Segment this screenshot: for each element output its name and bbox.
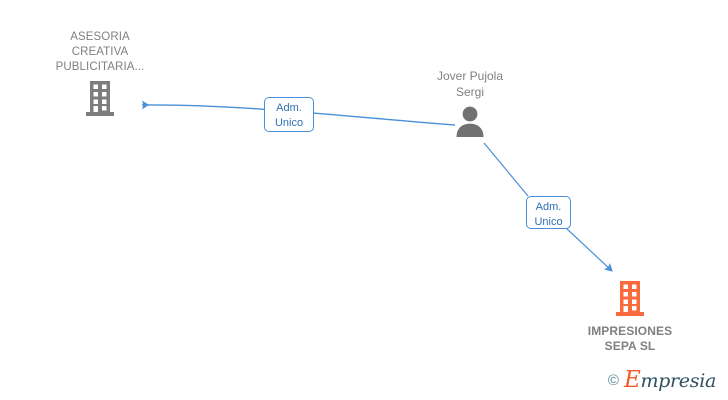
- relation-label-adm-unico-impresiones[interactable]: Adm. Unico: [526, 196, 571, 229]
- building-icon[interactable]: [85, 80, 115, 118]
- node-company-asesoria[interactable]: ASESORIA CREATIVA PUBLICITARIA...: [30, 30, 170, 118]
- node-label-impresiones: IMPRESIONES SEPA SL: [587, 324, 673, 353]
- brand-name: Empresia: [624, 369, 716, 392]
- brand-initial: E: [623, 367, 641, 393]
- copyright-symbol: ©: [607, 372, 619, 389]
- node-company-impresiones-sepa-sl[interactable]: IMPRESIONES SEPA SL: [560, 280, 700, 354]
- node-person-jover-pujola-sergi[interactable]: Jover Pujola Sergi: [400, 68, 540, 137]
- node-label-asesoria: ASESORIA CREATIVA PUBLICITARIA...: [55, 31, 145, 73]
- person-icon[interactable]: [454, 105, 486, 137]
- node-label-person: Jover Pujola Sergi: [436, 69, 504, 99]
- brand-remainder: mpresia: [640, 370, 716, 392]
- building-icon[interactable]: [615, 280, 645, 318]
- watermark-empresia: © Empresia: [608, 369, 716, 392]
- relation-label-adm-unico-asesoria[interactable]: Adm. Unico: [264, 97, 314, 132]
- edge-person-to-impresiones-lower: [565, 227, 613, 272]
- edge-person-to-impresiones-upper: [483, 142, 529, 197]
